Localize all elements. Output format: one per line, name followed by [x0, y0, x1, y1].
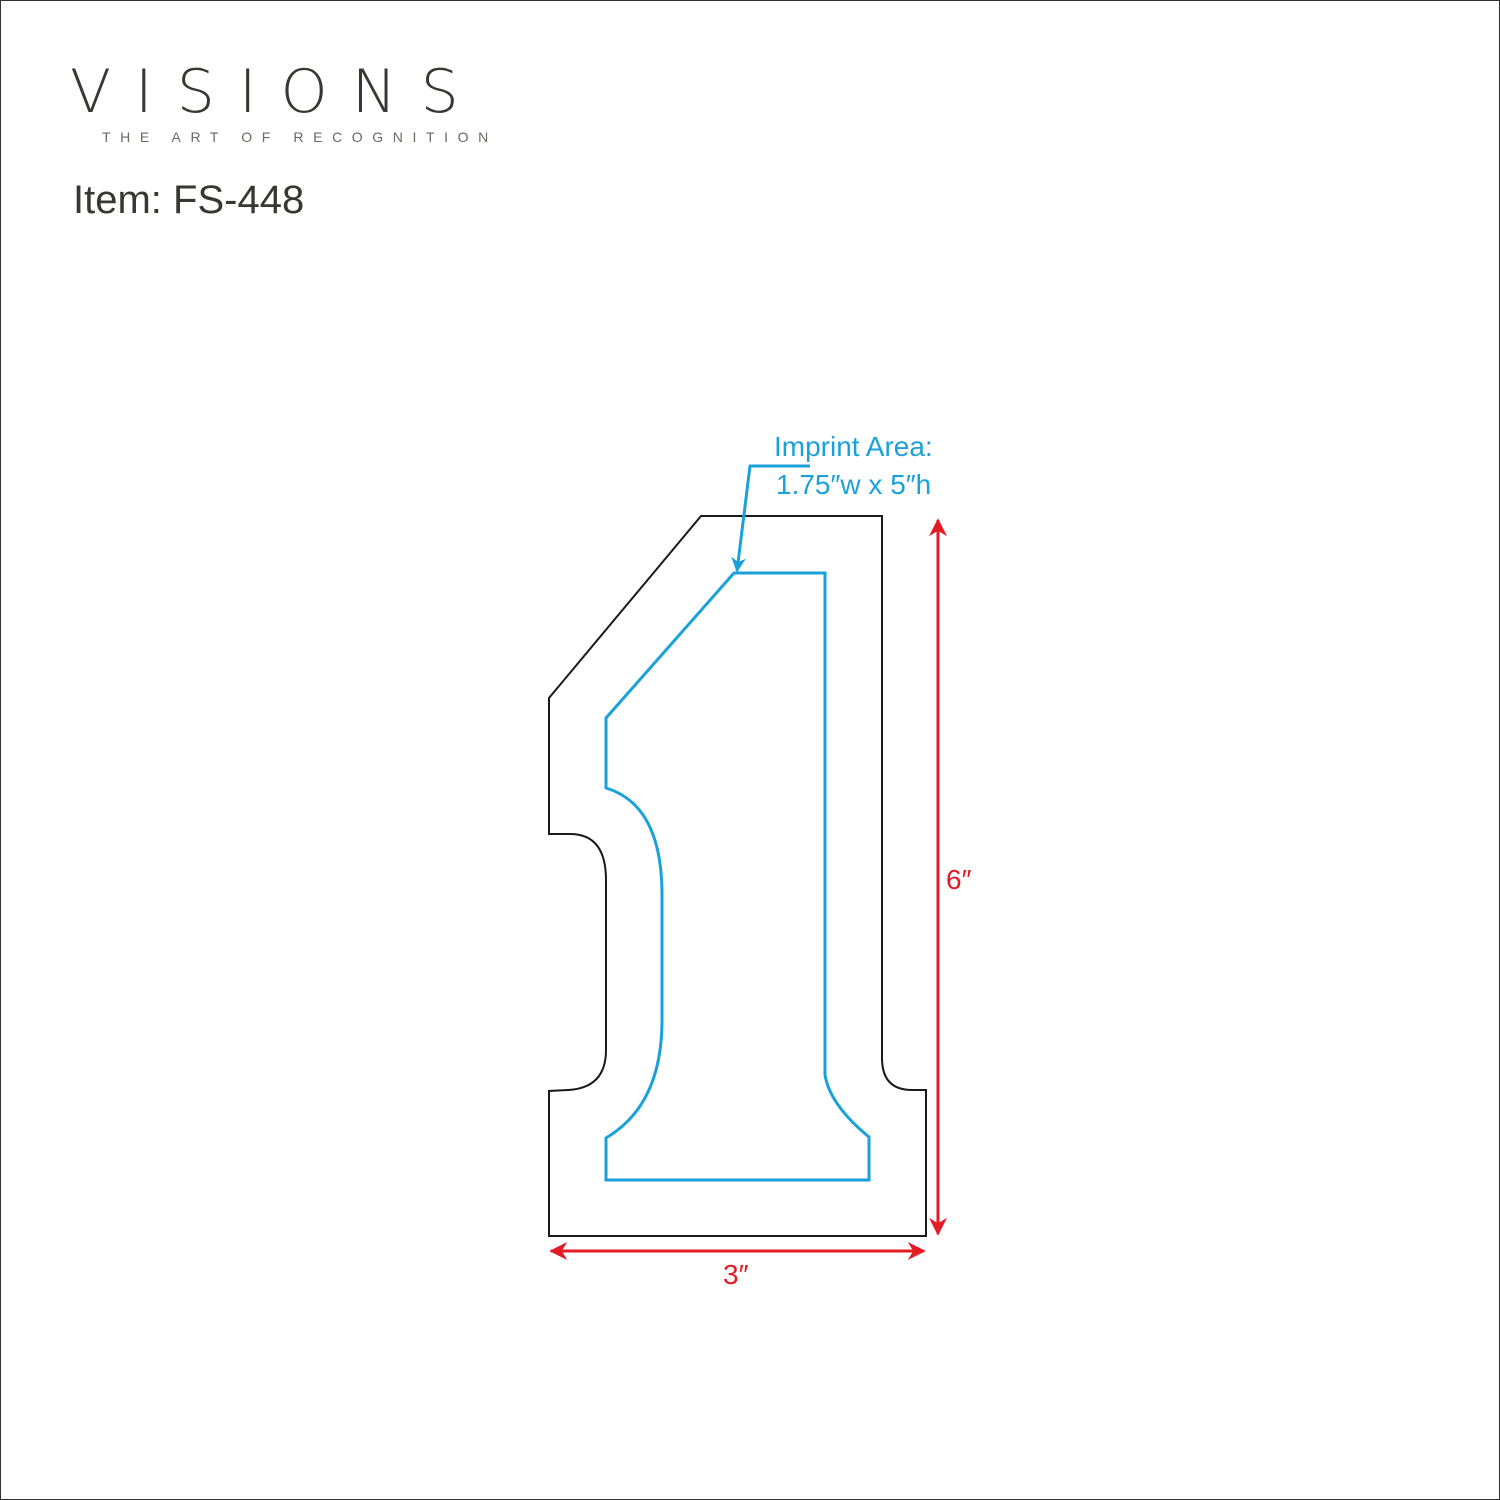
height-label: 6″ — [946, 864, 972, 895]
imprint-area-title: Imprint Area: — [774, 431, 933, 462]
imprint-leader-arrow — [731, 464, 810, 573]
imprint-area-outline — [604, 571, 871, 1182]
width-label: 3″ — [723, 1259, 749, 1290]
product-outline — [548, 515, 927, 1237]
item-number: Item: FS-448 — [73, 178, 305, 222]
brand-tagline: THE ART OF RECOGNITION — [102, 129, 498, 145]
brand-logo: VISIONS — [70, 57, 483, 127]
imprint-area-size: 1.75″w x 5″h — [776, 469, 931, 500]
